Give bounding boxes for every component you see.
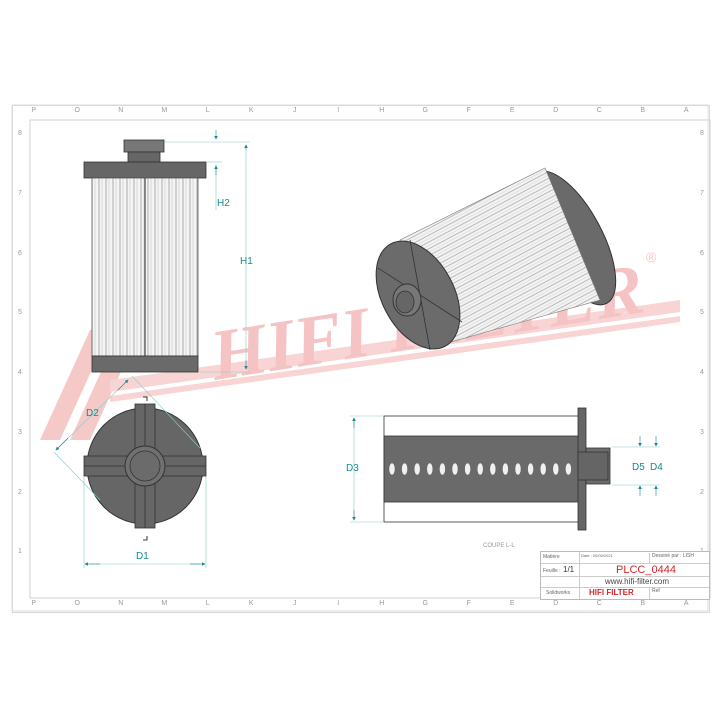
zone-letter: K bbox=[248, 600, 254, 607]
zone-letter: L bbox=[205, 600, 210, 607]
zone-number: 3 bbox=[18, 428, 22, 436]
dimension-h1: H1 bbox=[240, 256, 253, 267]
ref-label: Ref bbox=[649, 588, 660, 599]
isometric-view-filter bbox=[375, 167, 617, 351]
dimension-d2: D2 bbox=[86, 408, 99, 419]
zone-letter: G bbox=[422, 107, 428, 114]
zone-number: 8 bbox=[700, 130, 704, 137]
zone-letter: A bbox=[683, 107, 689, 114]
matiere-label: Matière bbox=[543, 554, 560, 560]
bottom-view-endcap bbox=[83, 396, 207, 541]
zone-letter: I bbox=[337, 600, 340, 607]
zone-letter: H bbox=[379, 107, 385, 114]
zone-letter: A bbox=[683, 600, 689, 607]
feuille-value: 1/1 bbox=[563, 565, 575, 574]
zone-letter: C bbox=[596, 107, 602, 114]
dimension-d1: D1 bbox=[136, 551, 149, 562]
zone-letter: J bbox=[293, 600, 297, 607]
zone-number: 2 bbox=[700, 488, 704, 496]
part-number: PLCC_0444 bbox=[616, 564, 676, 576]
zone-letter: C bbox=[596, 600, 602, 607]
front-view-filter bbox=[83, 139, 207, 373]
website: www.hifi-filter.com bbox=[605, 577, 670, 586]
section-view-filter bbox=[383, 407, 611, 531]
zone-letter: M bbox=[161, 600, 168, 607]
zone-number: 7 bbox=[700, 189, 704, 197]
zone-letter: I bbox=[337, 107, 340, 114]
dimension-h2: H2 bbox=[217, 198, 230, 209]
zone-letter: D bbox=[553, 107, 559, 114]
brand-name: HIFI FILTER bbox=[589, 588, 634, 597]
zone-letter: F bbox=[466, 107, 471, 114]
dessine-par: Dessiné par : LISH bbox=[649, 553, 694, 564]
dimension-d3: D3 bbox=[346, 463, 359, 474]
zone-letter: B bbox=[640, 107, 646, 114]
zone-letter: K bbox=[248, 107, 254, 114]
zone-letter: E bbox=[509, 600, 515, 607]
svg-text:®: ® bbox=[646, 249, 657, 265]
zone-letter: M bbox=[161, 107, 168, 114]
zone-letter: E bbox=[509, 107, 515, 114]
zone-letter: J bbox=[293, 107, 297, 114]
zone-letter: L bbox=[205, 107, 210, 114]
zone-letter: N bbox=[118, 107, 124, 114]
zone-letter: D bbox=[553, 600, 559, 607]
title-block: Matière Date : 00/00/2021 Dessiné par : … bbox=[540, 551, 710, 600]
zone-number: 6 bbox=[18, 249, 22, 257]
zone-letter: G bbox=[422, 600, 428, 607]
zone-number: 5 bbox=[700, 309, 704, 317]
zone-number: 6 bbox=[700, 249, 704, 257]
zone-number: 7 bbox=[18, 189, 22, 197]
zone-number: 1 bbox=[18, 548, 22, 556]
zone-letter: B bbox=[640, 600, 646, 607]
zone-letter: N bbox=[118, 600, 124, 607]
dimension-d5: D5 bbox=[632, 462, 645, 473]
zone-number: 2 bbox=[18, 488, 22, 496]
zone-number: 4 bbox=[18, 369, 22, 376]
zone-number: 8 bbox=[18, 130, 22, 137]
zone-number: 3 bbox=[700, 428, 704, 436]
software-label: Solidworks bbox=[546, 590, 571, 596]
feuille-label: Feuille : bbox=[543, 568, 561, 574]
section-label: COUPE L-L bbox=[483, 543, 515, 549]
zone-number: 5 bbox=[18, 309, 22, 317]
zone-number: 4 bbox=[700, 369, 704, 376]
dimension-d4: D4 bbox=[650, 462, 663, 473]
zone-letter: P bbox=[31, 107, 37, 114]
zone-letter: F bbox=[466, 600, 471, 607]
zone-letter: O bbox=[74, 600, 80, 607]
date-label: Date : 00/00/2021 bbox=[581, 553, 613, 558]
zone-letter: H bbox=[379, 600, 385, 607]
zone-letter: P bbox=[31, 600, 37, 607]
zone-letter: O bbox=[74, 107, 80, 114]
